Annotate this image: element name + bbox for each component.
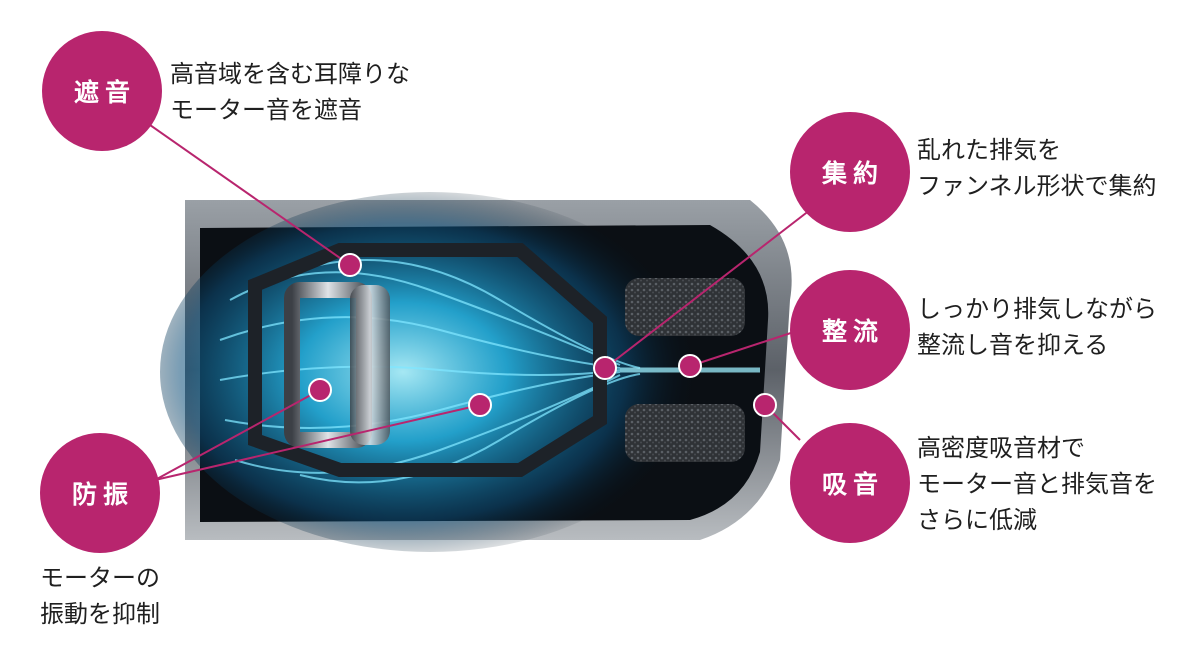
rectify-badge: 整流 bbox=[790, 270, 910, 390]
caption-line: モーター音と排気音を bbox=[917, 470, 1157, 498]
caption-line: 高密度吸音材で bbox=[917, 434, 1085, 462]
soundproof-badge: 遮音 bbox=[42, 31, 162, 151]
caption-line: 高音域を含む耳障りな bbox=[170, 60, 410, 88]
soundproof-caption: 高音域を含む耳障りな モーター音を遮音 bbox=[170, 56, 410, 128]
caption-line: 振動を抑制 bbox=[40, 600, 160, 628]
vibration-caption: モーターの 振動を抑制 bbox=[40, 560, 160, 632]
collect-badge: 集約 bbox=[790, 112, 910, 232]
caption-line: モーターの bbox=[40, 564, 160, 592]
vibration-badge: 防振 bbox=[40, 433, 160, 553]
caption-line: 乱れた排気を bbox=[917, 136, 1061, 164]
rectify-caption: しっかり排気しながら 整流し音を抑える bbox=[917, 291, 1157, 363]
caption-line: 整流し音を抑える bbox=[917, 331, 1109, 359]
caption-line: ファンネル形状で集約 bbox=[917, 172, 1157, 200]
sound-absorbing-foam bbox=[625, 278, 745, 462]
marker-dots bbox=[308, 253, 777, 417]
absorb-caption: 高密度吸音材で モーター音と排気音を さらに低減 bbox=[917, 430, 1157, 538]
collect-caption: 乱れた排気を ファンネル形状で集約 bbox=[917, 132, 1157, 204]
absorb-badge: 吸音 bbox=[790, 423, 910, 543]
caption-line: さらに低減 bbox=[917, 506, 1037, 534]
caption-line: しっかり排気しながら bbox=[917, 295, 1157, 323]
caption-line: モーター音を遮音 bbox=[170, 96, 362, 124]
